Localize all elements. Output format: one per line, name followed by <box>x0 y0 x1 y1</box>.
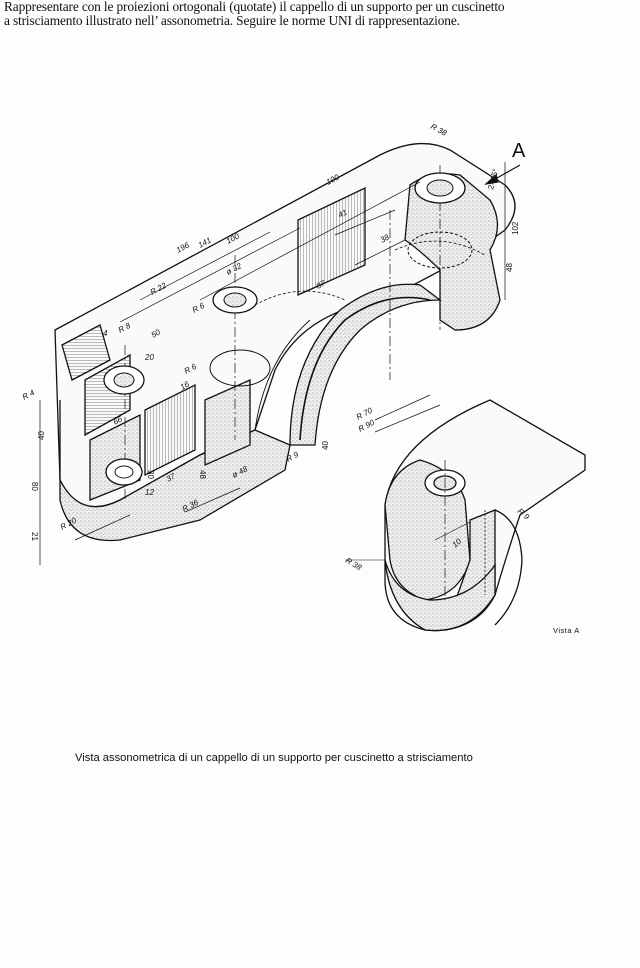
dimension-lines <box>39 162 506 565</box>
dim-196: 196 <box>175 240 191 254</box>
dim-4: 4 <box>103 329 108 338</box>
main-part-body <box>54 142 516 542</box>
dim-r4: R 4 <box>21 388 37 402</box>
dim-r38-vista: R 38 <box>344 556 364 573</box>
dim-12: 12 <box>145 488 154 497</box>
dim-40-mid: 40 <box>321 441 330 450</box>
instructions-line-1: Rappresentare con le proiezioni ortogona… <box>4 0 505 14</box>
dim-40-left: 40 <box>37 431 46 440</box>
view-arrow-label: A <box>512 140 526 162</box>
view-direction-arrow <box>484 164 521 185</box>
dim-80: 80 <box>30 482 39 491</box>
dim-r38-top: R 38 <box>429 122 449 138</box>
dim-21: 21 <box>30 532 39 541</box>
vista-a-detail <box>345 399 586 632</box>
dim-20: 20 <box>144 353 154 362</box>
dim-48-right: 48 <box>505 263 514 272</box>
exercise-instructions: Rappresentare con le proiezioni ortogona… <box>4 0 636 28</box>
dim-102: 102 <box>511 221 520 235</box>
bolt-holes <box>103 172 473 486</box>
dim-30: 30 <box>146 470 155 479</box>
figure-caption: Vista assonometrica di un cappello di un… <box>75 752 473 764</box>
dim-48-bottom: 48 <box>198 470 207 479</box>
dim-41: 41 <box>337 208 349 220</box>
instructions-line-2: a strisciamento illustrato nell’ assonom… <box>4 13 460 28</box>
vista-a-label: Vista A <box>553 626 580 635</box>
